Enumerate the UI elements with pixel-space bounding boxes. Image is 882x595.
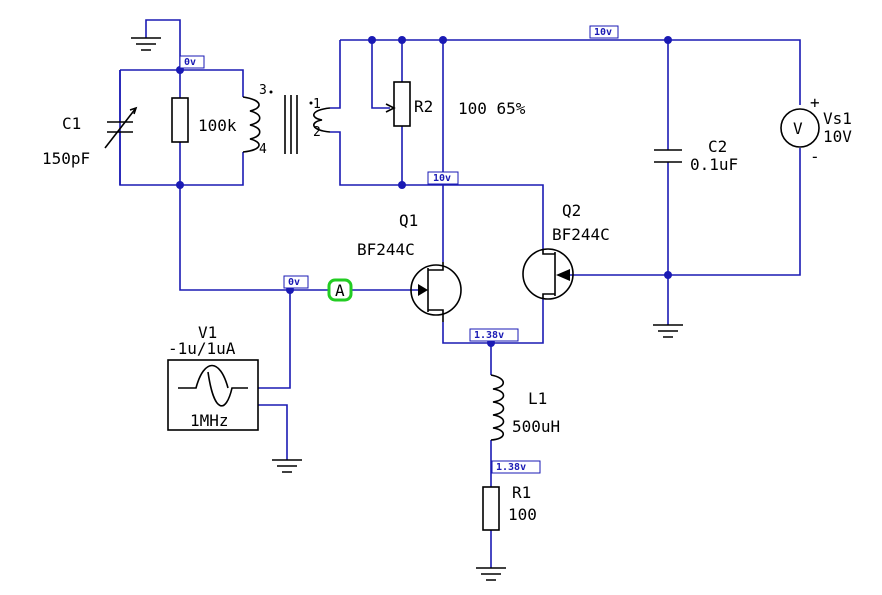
transformer-pin-4: 4 bbox=[259, 142, 267, 157]
r1-ref: R1 bbox=[512, 483, 531, 502]
r2-ref: R2 bbox=[414, 97, 433, 116]
transformer-pin-2: 2 bbox=[313, 125, 321, 140]
r2-value: 100 65% bbox=[458, 99, 526, 118]
q2-ref: Q2 bbox=[562, 201, 581, 220]
transformer-pin-1: 1 bbox=[313, 97, 321, 112]
voltage-probe-gate[interactable]: 0v bbox=[283, 275, 309, 289]
inductor-l1[interactable]: L1 500uH bbox=[490, 374, 560, 441]
svg-text:0v: 0v bbox=[288, 277, 300, 288]
capacitor-c2[interactable]: C2 0.1uF bbox=[654, 137, 738, 174]
test-point-a[interactable]: A bbox=[327, 278, 353, 302]
vs1-ref: Vs1 bbox=[823, 109, 852, 128]
l1-value: 500uH bbox=[512, 417, 560, 436]
c1-value: 150pF bbox=[42, 149, 90, 168]
resistor-r1[interactable]: R1 100 bbox=[482, 483, 537, 531]
ground-symbol bbox=[653, 324, 683, 338]
voltage-probe-supply[interactable]: 10v bbox=[589, 25, 619, 39]
q2-model: BF244C bbox=[552, 225, 610, 244]
capacitor-c1[interactable]: C1 150pF bbox=[42, 70, 138, 185]
vs1-minus: - bbox=[810, 147, 820, 166]
voltage-probe-drain[interactable]: 10v bbox=[427, 171, 459, 185]
potentiometer-r2[interactable]: R2 100 65% bbox=[385, 81, 526, 127]
q1-model: BF244C bbox=[357, 240, 415, 259]
c2-ref: C2 bbox=[708, 137, 727, 156]
vs1-value: 10V bbox=[823, 127, 852, 146]
jfet-q2[interactable]: Q2 BF244C bbox=[522, 201, 610, 300]
ground-symbol bbox=[476, 567, 506, 581]
junction-dots bbox=[176, 36, 672, 347]
voltage-probe-source[interactable]: 1.38v bbox=[469, 328, 519, 342]
signal-source-v1[interactable]: V1 -1u/1uA 1MHz bbox=[167, 323, 259, 431]
transformer-pin-3: 3 bbox=[259, 83, 267, 98]
ground-symbol bbox=[272, 459, 302, 473]
c2-value: 0.1uF bbox=[690, 155, 738, 174]
resistor-100k[interactable]: 100k bbox=[171, 97, 237, 143]
l1-ref: L1 bbox=[528, 389, 547, 408]
test-point-label: A bbox=[335, 281, 345, 300]
vs1-symbol: V bbox=[793, 119, 803, 138]
svg-text:0v: 0v bbox=[184, 57, 196, 68]
voltage-source-vs1[interactable]: V + - Vs1 10V bbox=[780, 93, 852, 166]
ground-symbol bbox=[131, 37, 161, 51]
svg-text:1.38v: 1.38v bbox=[496, 462, 526, 473]
transformer[interactable]: 3 4 1 2 bbox=[242, 83, 331, 157]
svg-text:1.38v: 1.38v bbox=[474, 330, 504, 341]
svg-text:10v: 10v bbox=[433, 173, 451, 184]
r100k-value: 100k bbox=[198, 116, 237, 135]
voltage-probe-r1[interactable]: 1.38v bbox=[491, 460, 541, 474]
c1-ref: C1 bbox=[62, 114, 81, 133]
vs1-plus: + bbox=[810, 93, 820, 112]
v1-range: -1u/1uA bbox=[168, 339, 236, 358]
voltage-probe-tank[interactable]: 0v bbox=[179, 55, 205, 69]
wires bbox=[119, 19, 801, 568]
v1-ref: V1 bbox=[198, 323, 217, 342]
jfet-q1[interactable]: Q1 BF244C bbox=[357, 211, 462, 322]
svg-text:10v: 10v bbox=[594, 27, 612, 38]
q1-ref: Q1 bbox=[399, 211, 418, 230]
r1-value: 100 bbox=[508, 505, 537, 524]
v1-freq: 1MHz bbox=[190, 411, 229, 430]
